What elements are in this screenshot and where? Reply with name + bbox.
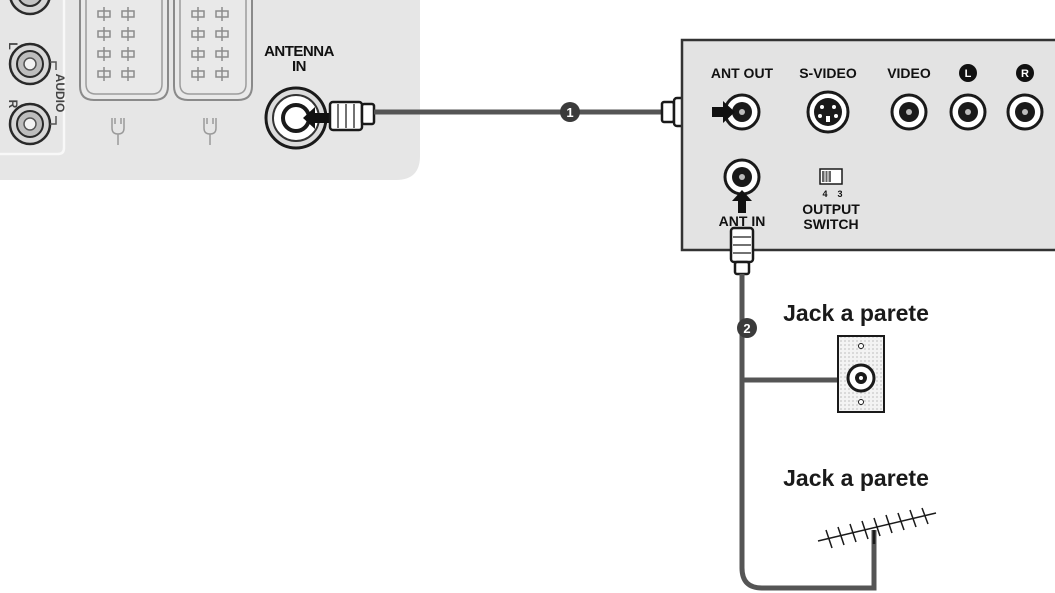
switch-position-4: 4 <box>822 189 827 199</box>
output-switch-icon <box>819 168 843 185</box>
step-marker-2-number: 2 <box>743 321 750 336</box>
vcr-panel-body <box>680 38 1055 252</box>
tv-antenna-in-jack <box>264 86 328 150</box>
ant-out-insert-arrow-icon <box>712 101 735 123</box>
s-video-jack <box>806 90 850 134</box>
ant-out-jack <box>723 93 761 131</box>
audio-right-jack <box>1006 93 1044 131</box>
scart-pin <box>121 67 135 81</box>
step-marker-1-number: 1 <box>566 105 573 120</box>
scart-connector-1 <box>79 0 169 101</box>
scart-pin <box>215 47 229 61</box>
ant-in-jack <box>723 158 761 196</box>
output-switch-label-line2: SWITCH <box>803 216 858 232</box>
vcr-rear-panel: ANT OUT S-VIDEO VIDEO L R <box>680 38 1055 252</box>
video-jack <box>890 93 928 131</box>
tv-insert-arrow-icon <box>303 107 330 129</box>
step-marker-2: 2 <box>737 318 757 338</box>
tv-audio-right-jack <box>8 102 52 146</box>
wall-jack-plate <box>837 335 885 413</box>
tv-side-coax-plug <box>328 100 376 132</box>
scart-pin <box>215 7 229 21</box>
ant-out-label: ANT OUT <box>711 65 774 81</box>
tv-audio-label: AUDIO <box>53 74 67 113</box>
tv-audio-right-letter: R <box>6 100 20 109</box>
audio-subpanel-border <box>0 0 66 156</box>
scart-pin <box>97 7 111 21</box>
scart-pin <box>215 67 229 81</box>
tv-audio-left-letter: L <box>6 42 20 49</box>
scart-1-icon <box>111 118 125 145</box>
antenna-label: Jack a parete <box>783 465 929 491</box>
tv-audio-left-jack <box>8 42 52 86</box>
audio-right-badge: R <box>1016 64 1034 82</box>
scart-pin <box>215 27 229 41</box>
audio-right-badge-letter: R <box>1021 68 1029 80</box>
scart-pin <box>191 27 205 41</box>
wall-jack-label: Jack a parete <box>783 300 929 326</box>
scart-pin <box>121 47 135 61</box>
scart-pin <box>121 27 135 41</box>
screw-icon <box>858 399 864 405</box>
output-switch-label-line1: OUTPUT <box>802 201 860 217</box>
ant-in-label: ANT IN <box>719 213 766 229</box>
audio-left-badge: L <box>959 64 977 82</box>
tv-antenna-in-label-line1: ANTENNA <box>264 43 334 60</box>
scart-pin <box>191 67 205 81</box>
scart-pin <box>97 27 111 41</box>
ant-in-insert-arrow-icon <box>732 190 752 213</box>
scart-pin <box>97 47 111 61</box>
step-marker-1: 1 <box>560 102 580 122</box>
audio-left-badge-letter: L <box>965 68 972 80</box>
scart-2-icon <box>203 118 217 145</box>
s-video-label: S-VIDEO <box>799 65 857 81</box>
scart-pin <box>191 47 205 61</box>
ant-in-coax-plug <box>729 226 755 276</box>
scart-pin <box>121 7 135 21</box>
audio-left-jack <box>949 93 987 131</box>
yagi-antenna-icon <box>817 507 937 549</box>
audio-bracket <box>50 61 57 125</box>
cropped-jack <box>9 0 51 16</box>
tv-antenna-in-label-line2: IN <box>292 58 306 75</box>
coax-cable-2 <box>739 274 877 591</box>
switch-position-3: 3 <box>837 189 842 199</box>
screw-icon <box>858 343 864 349</box>
scart-connector-2 <box>173 0 253 101</box>
video-label: VIDEO <box>887 65 931 81</box>
scart-pin <box>97 67 111 81</box>
scart-pin <box>191 7 205 21</box>
tv-rear-panel: AUDIO L R <box>0 0 420 180</box>
